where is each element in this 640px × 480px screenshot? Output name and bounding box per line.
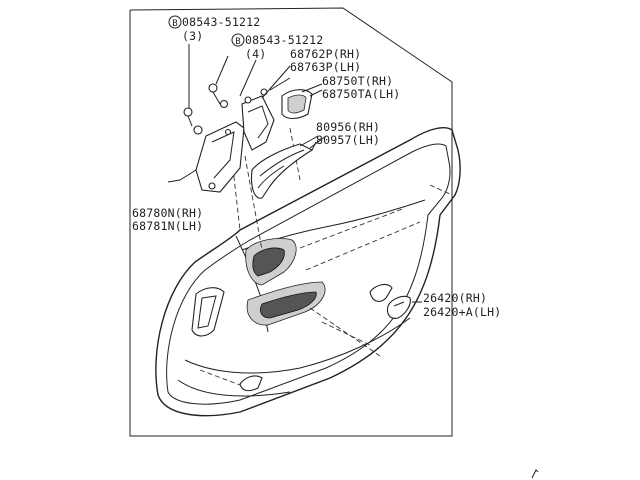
- bolt-a-part-label: 08543-51212: [182, 15, 260, 29]
- part-68750ta-label: 68750TA(LH): [322, 87, 400, 101]
- leader-lines: [167, 59, 422, 303]
- bolt-a-qty-label: (3): [182, 29, 203, 43]
- bracket-68762p: [241, 77, 291, 151]
- bolt-b-part-label: 08543-51212: [245, 33, 323, 47]
- inside-handle-cable-80956: [250, 135, 327, 199]
- part-26420-label: 26420(RH): [423, 291, 487, 305]
- part-68762p-label: 68762P(RH): [290, 47, 361, 61]
- escutcheon-68750t: [281, 89, 323, 120]
- bolt-marker-a: B: [168, 15, 182, 29]
- bolt-marker-b: B: [231, 33, 245, 47]
- bolt-group-b: [208, 55, 229, 109]
- bolt-b-marker-text: B: [235, 37, 241, 47]
- part-68750t-label: 68750T(RH): [322, 74, 393, 88]
- part-80957-label: 80957(LH): [316, 133, 380, 147]
- part-68780n-label: 68780N(RH): [132, 206, 203, 220]
- part-68781n-label: 68781N(LH): [132, 219, 203, 233]
- clip-26420: [386, 295, 411, 319]
- bolt-a-marker-text: B: [172, 19, 178, 29]
- part-68763p-label: 68763P(LH): [290, 60, 361, 74]
- part-26420a-label: 26420+A(LH): [423, 305, 501, 319]
- diagram-frame: [129, 7, 453, 437]
- bolt-b-qty-label: (4): [245, 47, 266, 61]
- door-trim-panel: [155, 127, 461, 417]
- bracket-68780n: [195, 121, 245, 193]
- part-80956-label: 80956(RH): [316, 120, 380, 134]
- bolt-group-a: [183, 44, 203, 135]
- part-labels: 08543-51212 (3) 08543-51212 (4) 68762P(R…: [132, 15, 501, 319]
- corner-mark: [531, 469, 539, 479]
